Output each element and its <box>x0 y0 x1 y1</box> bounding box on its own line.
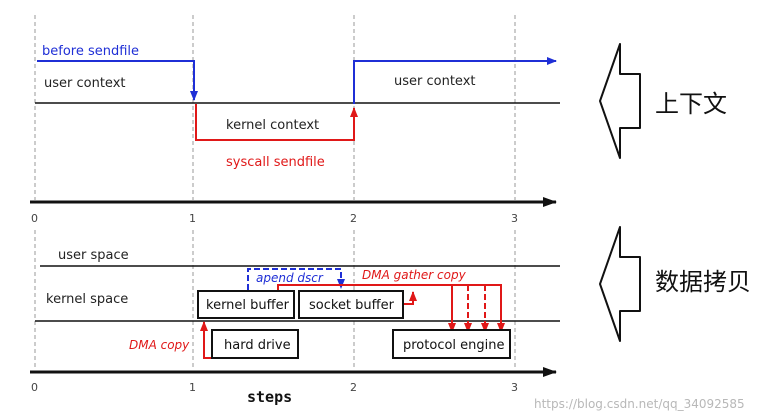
context-arrow-icon <box>599 43 641 159</box>
before-sendfile-path <box>37 60 198 101</box>
top-gridlines <box>34 15 516 200</box>
top-tick-2: 2 <box>350 212 357 225</box>
kernel-buffer-box: kernel buffer <box>197 290 295 319</box>
context-panel: before sendfile user context user contex… <box>30 15 560 225</box>
syscall-sendfile-label: syscall sendfile <box>226 155 325 170</box>
copy-side-label: 数据拷贝 <box>655 268 751 296</box>
top-tick-0: 0 <box>31 212 38 225</box>
kernel-context-label: kernel context <box>226 118 319 133</box>
socket-buffer-label: socket buffer <box>309 298 395 313</box>
bottom-tick-0: 0 <box>31 381 38 394</box>
dma-gather-top-line <box>277 284 505 333</box>
hard-drive-label: hard drive <box>224 338 291 353</box>
copy-panel: user space kernel space DMA copy apend d… <box>30 230 560 406</box>
append-dscr-label: apend dscr <box>256 271 324 285</box>
hard-drive-box: hard drive <box>211 329 299 359</box>
dma-copy-arrow <box>200 321 212 359</box>
user-context-right-label: user context <box>394 74 476 89</box>
socket-buffer-box: socket buffer <box>298 290 404 319</box>
kernel-buffer-label: kernel buffer <box>206 298 290 313</box>
protocol-engine-box: protocol engine <box>392 329 511 359</box>
user-context-left-label: user context <box>44 76 126 91</box>
syscall-sendfile-path <box>195 104 358 141</box>
append-dscr-arrow <box>247 268 345 290</box>
steps-label: steps <box>247 388 292 406</box>
kernel-space-label: kernel space <box>46 292 128 307</box>
context-side-label: 上下文 <box>655 90 727 118</box>
top-tick-1: 1 <box>189 212 196 225</box>
after-sendfile-path <box>353 57 557 104</box>
dma-gather-copy-label: DMA gather copy <box>362 268 467 282</box>
before-sendfile-label: before sendfile <box>42 44 139 59</box>
protocol-engine-label: protocol engine <box>403 338 505 353</box>
bottom-tick-2: 2 <box>350 381 357 394</box>
dma-copy-label: DMA copy <box>129 338 190 352</box>
bottom-tick-1: 1 <box>189 381 196 394</box>
copy-arrow-icon <box>599 226 641 342</box>
side-annotations: 上下文 数据拷贝 <box>599 43 751 342</box>
top-tick-3: 3 <box>511 212 518 225</box>
bottom-tick-3: 3 <box>511 381 518 394</box>
socket-to-gather-arrow <box>404 291 417 305</box>
watermark: https://blog.csdn.net/qq_34092585 <box>534 397 745 411</box>
user-space-label: user space <box>58 248 129 263</box>
